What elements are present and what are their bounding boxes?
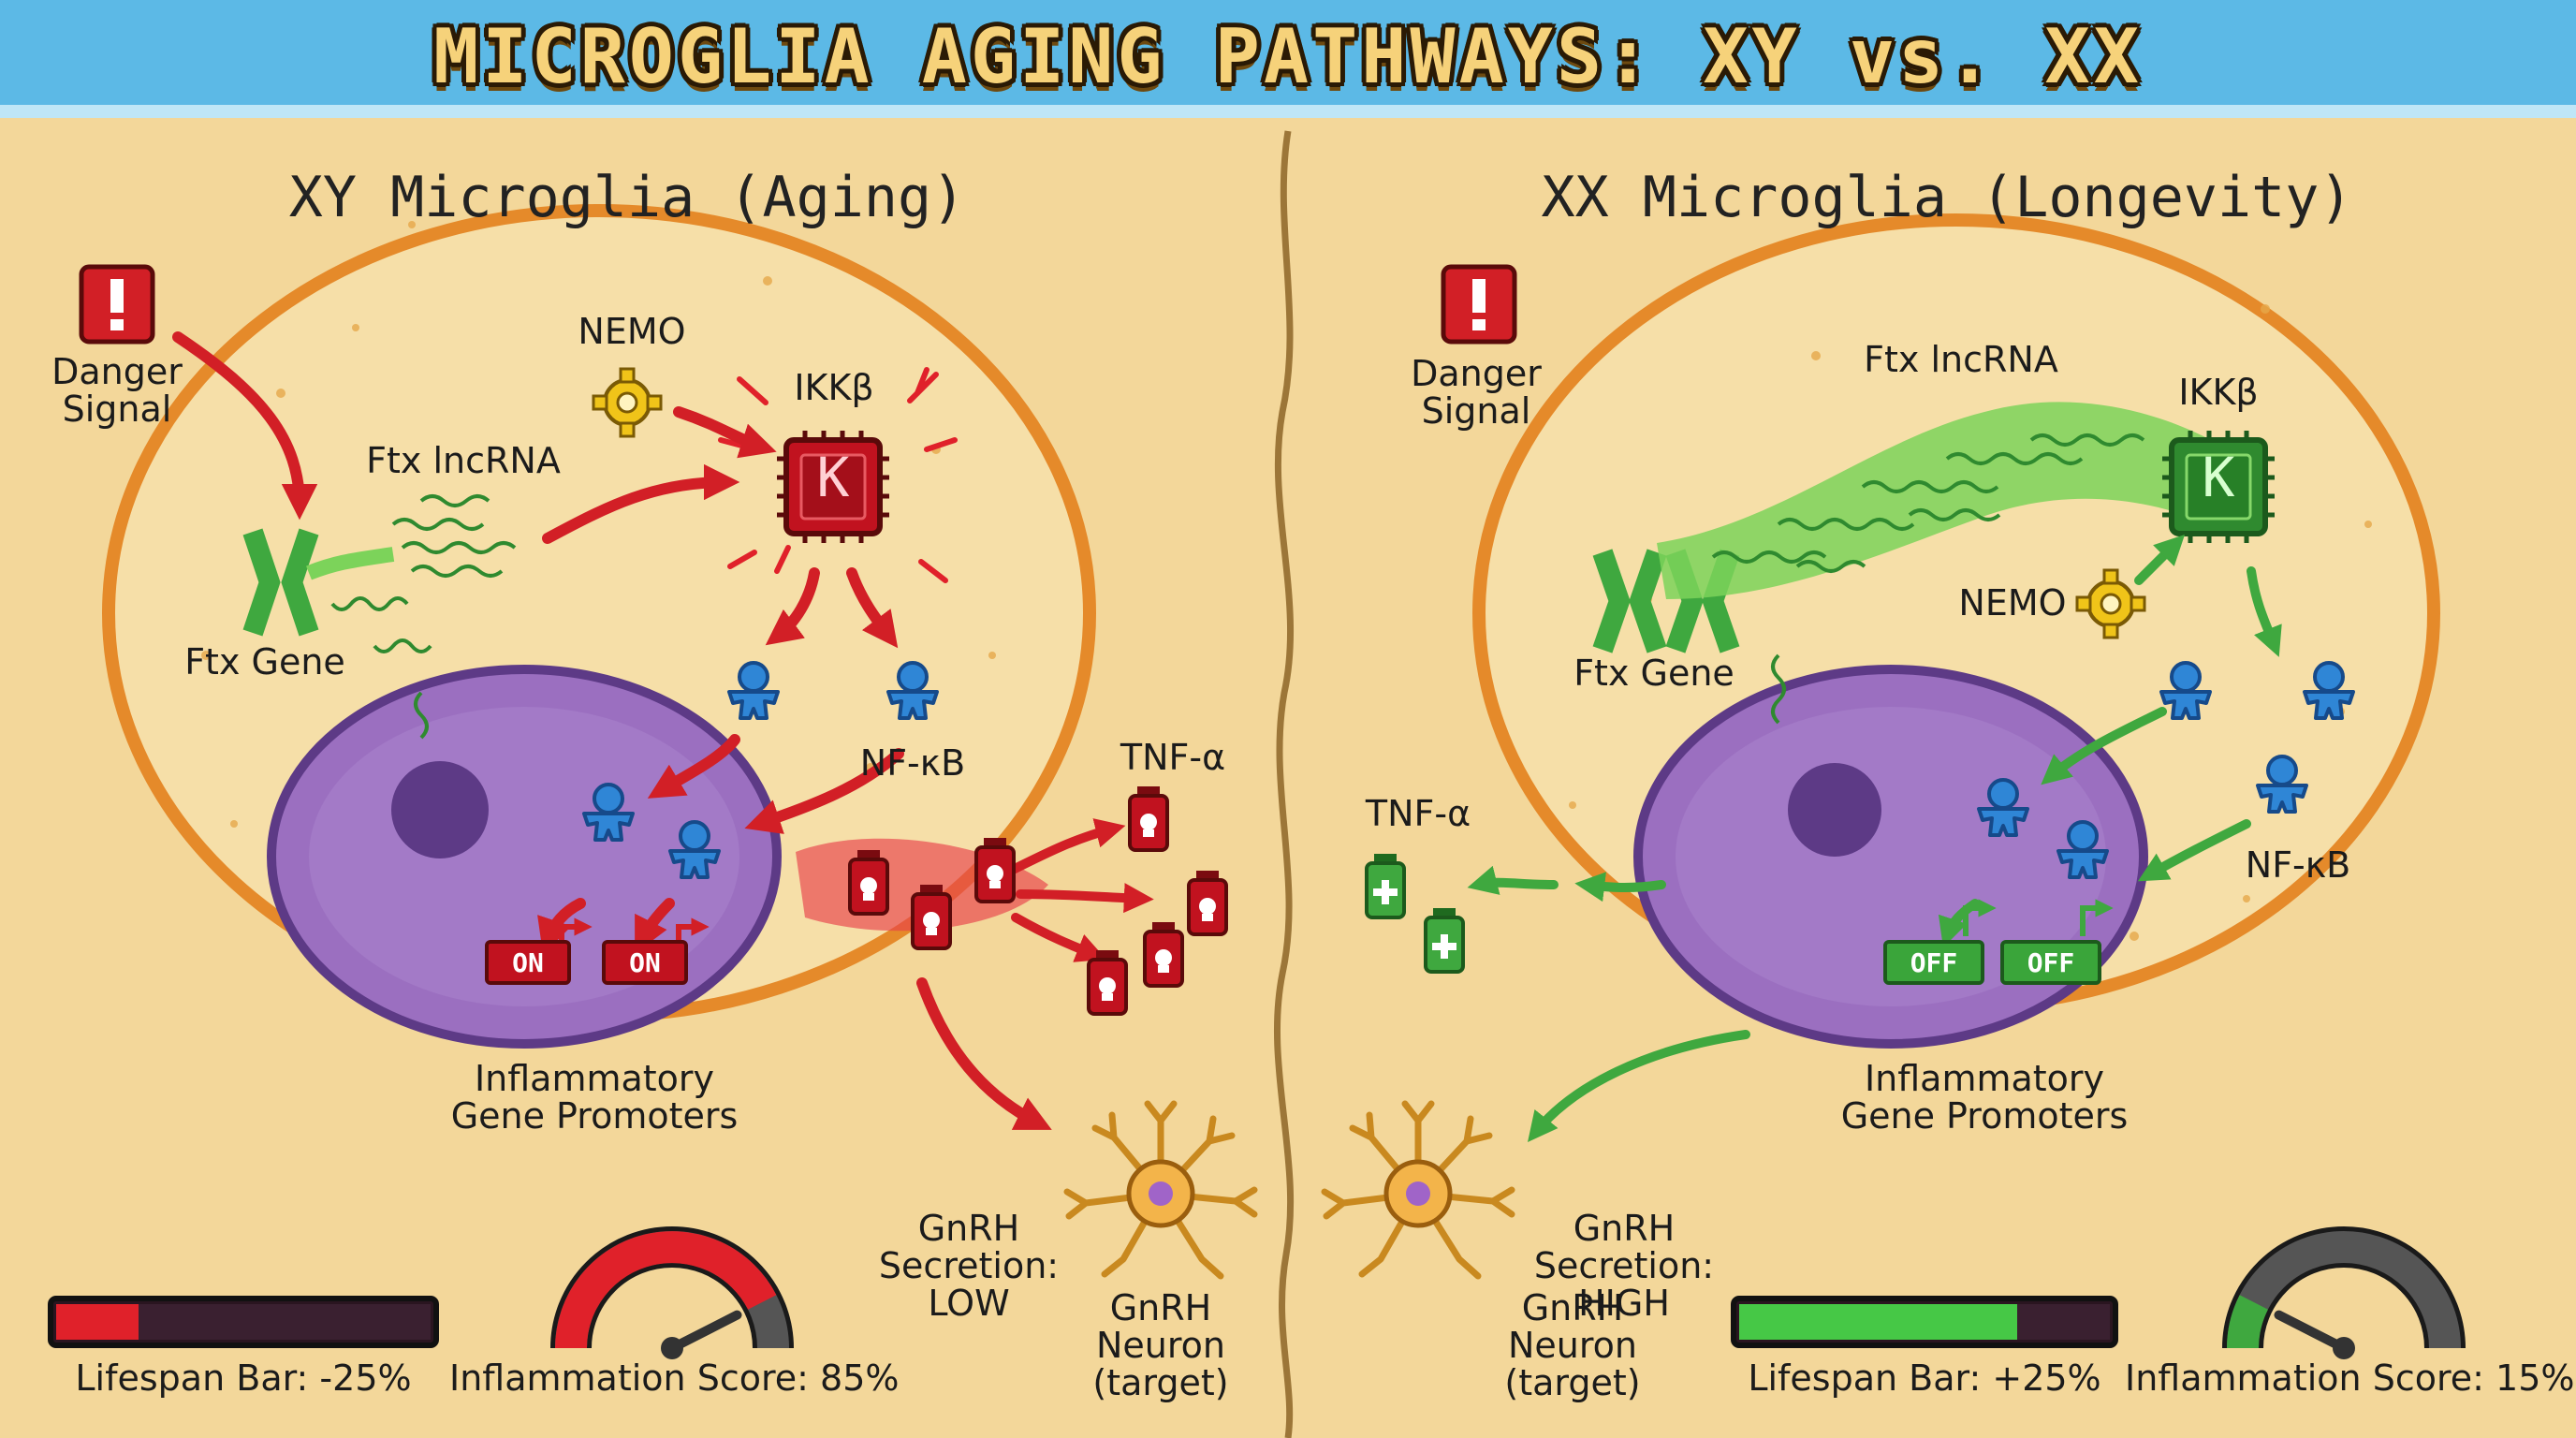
left-gnrh-secretion-label: GnRH Secretion: LOW [878, 1208, 1060, 1324]
right-lifespan-label: Lifespan Bar: +25% [1748, 1357, 2101, 1399]
right-gnrh-neuron-label: GnRH Neuron (target) [1504, 1287, 1641, 1403]
left-tnf-label: TNF-α [1120, 737, 1226, 778]
right-tnf-label: TNF-α [1365, 793, 1471, 834]
right-gnrh-secretion-label: GnRH Secretion: HIGH [1533, 1208, 1715, 1324]
left-ikkb-label: IKKβ [794, 367, 874, 408]
left-lifespan-label: Lifespan Bar: -25% [75, 1357, 412, 1399]
right-nemo-label: NEMO [1958, 582, 2067, 624]
right-nfkb-label: NF-κB [2245, 844, 2351, 886]
main-title: MICROGLIA AGING PATHWAYS: XY vs. XX [433, 13, 2143, 100]
right-promoter-switch-1: OFF [1883, 940, 1984, 985]
right-danger-signal-label: Danger Signal [1411, 353, 1542, 432]
left-gnrh-neuron-label: GnRH Neuron (target) [1092, 1287, 1229, 1403]
right-panel-title: XX Microglia (Longevity) [1541, 165, 2353, 230]
left-promoters-label: Inflammatory Gene Promoters [450, 1058, 739, 1137]
right-ikkb-label: IKKβ [2178, 372, 2259, 413]
left-ftx-lncrna-label: Ftx lncRNA [366, 440, 561, 481]
left-danger-signal-label: Danger Signal [51, 351, 183, 430]
left-kinase-icon: K [816, 446, 850, 509]
left-panel-title: XY Microglia (Aging) [288, 165, 966, 230]
left-promoter-switch-1: ON [485, 940, 571, 985]
left-nfkb-label: NF-κB [859, 742, 966, 784]
right-ftx-lncrna-label: Ftx lncRNA [1864, 339, 2058, 380]
right-ftx-gene-label: Ftx Gene [1573, 653, 1734, 694]
left-inflammation-label: Inflammation Score: 85% [449, 1357, 900, 1399]
right-inflammation-label: Inflammation Score: 15% [2125, 1357, 2575, 1399]
right-promoters-label: Inflammatory Gene Promoters [1840, 1058, 2129, 1137]
right-promoter-switch-2: OFF [2000, 940, 2101, 985]
left-ftx-gene-label: Ftx Gene [184, 641, 345, 682]
right-kinase-icon: K [2202, 446, 2235, 509]
left-nemo-label: NEMO [578, 311, 686, 352]
left-promoter-switch-2: ON [602, 940, 688, 985]
